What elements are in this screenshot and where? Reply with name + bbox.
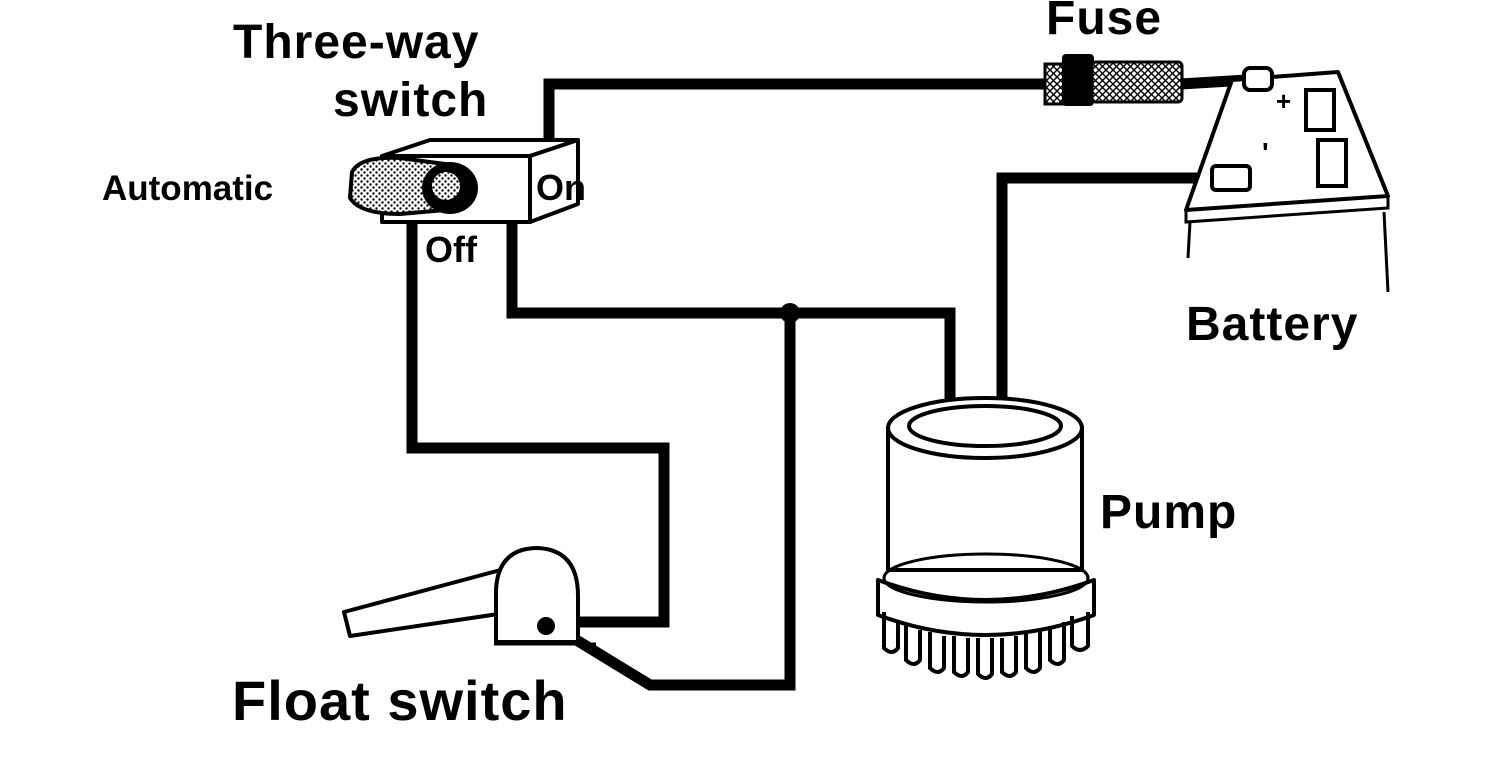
label-battery: Battery: [1186, 298, 1358, 351]
battery-front-edge: [1184, 196, 1390, 224]
battery-left-side: [1186, 221, 1192, 259]
switch-body-side: [528, 138, 580, 224]
float-switch-arm: [342, 566, 514, 638]
battery-plus-sign: +: [1276, 86, 1291, 116]
pump-base-flange: [876, 578, 1096, 637]
label-pump: Pump: [1100, 486, 1237, 539]
pump-flange-top-edge: [882, 552, 1090, 604]
battery: + ': [1184, 66, 1390, 293]
three-way-switch: [347, 138, 580, 224]
battery-right-side: [1382, 211, 1390, 293]
wire-switch-to-fuse: [543, 78, 1051, 146]
fuse-holder-band: [1062, 54, 1094, 106]
fuse: [1043, 54, 1184, 106]
battery-cell-cap-2: [1316, 138, 1348, 188]
float-switch-pivot: [537, 617, 555, 635]
label-float-switch: Float switch: [232, 669, 568, 732]
labels: Three-way switch Fuse Automatic On Off B…: [102, 0, 1358, 732]
label-three-way-line2: switch: [333, 74, 488, 127]
battery-minus-sign: ': [1262, 137, 1269, 168]
label-off: Off: [425, 229, 478, 270]
wire-battery-negative-to-pump: [996, 172, 1218, 416]
wire-switch-on-to-pump: [506, 219, 956, 416]
label-fuse: Fuse: [1046, 0, 1162, 45]
wire-junction-to-float-switch: [552, 307, 796, 691]
bilge-pump: [876, 396, 1096, 680]
float-switch: [342, 546, 596, 646]
wiring: [406, 74, 1254, 691]
battery-positive-terminal: [1242, 66, 1274, 92]
label-on: On: [536, 167, 586, 208]
wire-junction-dot: [780, 303, 800, 323]
wire-switch-auto-to-float-switch: [406, 222, 670, 628]
fuse-body: [1090, 60, 1184, 104]
battery-cell-cap-1: [1304, 88, 1336, 132]
pump-strainer: [882, 612, 1090, 680]
pump-top-inner: [907, 404, 1063, 448]
battery-negative-terminal: [1210, 164, 1252, 192]
label-three-way-line1: Three-way: [233, 16, 479, 69]
label-automatic: Automatic: [102, 169, 273, 208]
float-switch-housing: [494, 546, 580, 644]
